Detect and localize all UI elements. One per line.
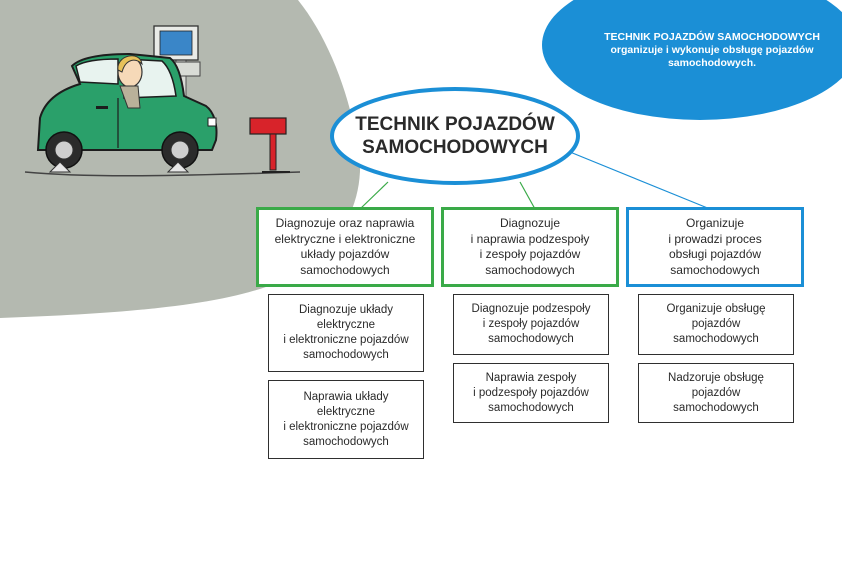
main-title-line1: TECHNIK POJAZDÓW (355, 114, 555, 135)
subtask-text: Nadzoruje obsługę pojazdów samochodowych (668, 371, 764, 414)
sensor-stand-icon (249, 117, 290, 173)
subtask-text: Naprawia zespoły i podzespoły pojazdów s… (473, 371, 589, 414)
task-box-electrical-text: Diagnozuje oraz naprawia elektryczne i e… (274, 216, 416, 277)
subtask-box-supervise-service: Nadzoruje obsługę pojazdów samochodowych (638, 363, 794, 423)
subtask-box-electrical-diagnose: Diagnozuje układy elektryczne i elektron… (268, 294, 424, 372)
task-box-subassemblies-text: Diagnozuje i naprawia podzespoły i zespo… (470, 216, 590, 277)
subtask-text: Diagnozuje układy elektryczne i elektron… (283, 304, 409, 361)
title-oval (330, 87, 580, 185)
subtask-box-subassemblies-diagnose: Diagnozuje podzespoły i zespoły pojazdów… (453, 294, 609, 355)
subtask-text: Diagnozuje podzespoły i zespoły pojazdów… (471, 303, 591, 345)
task-box-subassemblies: Diagnozuje i naprawia podzespoły i zespo… (441, 207, 619, 287)
car-illustration (24, 25, 301, 177)
blue-bubble-text: TECHNIK POJAZDÓW SAMOCHODOWYCH organizuj… (592, 31, 832, 70)
subtask-box-organize-service: Organizuje obsługę pojazdów samochodowyc… (638, 294, 794, 355)
blue-bubble-line3: samochodowych. (667, 57, 757, 69)
task-box-organize-service-text: Organizuje i prowadzi proces obsługi poj… (668, 216, 762, 277)
driver-icon (117, 55, 143, 109)
subtask-text: Naprawia układy elektryczne i elektronic… (283, 390, 409, 448)
blue-bubble-shape (542, 0, 842, 120)
connector-lines (359, 151, 711, 210)
task-box-organize-service: Organizuje i prowadzi proces obsługi poj… (626, 207, 804, 287)
main-title: TECHNIK POJAZDÓW SAMOCHODOWYCH (333, 90, 577, 182)
subtask-text: Organizuje obsługę pojazdów samochodowyc… (666, 303, 766, 345)
main-title-line2: SAMOCHODOWYCH (362, 137, 548, 158)
blue-bubble-line1: TECHNIK POJAZDÓW SAMOCHODOWYCH (604, 31, 820, 43)
blue-bubble-line2: organizuje i wykonuje obsługę pojazdów (610, 44, 814, 56)
task-box-electrical: Diagnozuje oraz naprawia elektryczne i e… (256, 207, 434, 287)
subtask-box-subassemblies-repair: Naprawia zespoły i podzespoły pojazdów s… (453, 363, 609, 423)
subtask-box-electrical-repair: Naprawia układy elektryczne i elektronic… (268, 380, 424, 459)
